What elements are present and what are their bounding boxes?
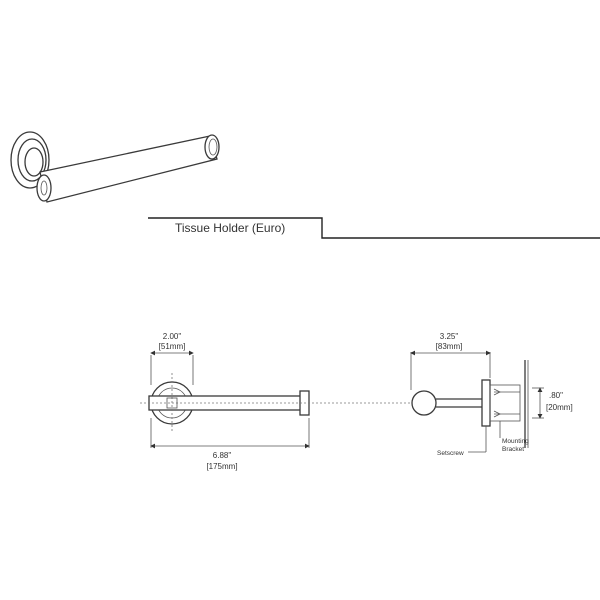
rosette-middle: [17, 138, 47, 182]
dim-bracket-in: .80": [549, 391, 563, 400]
post-front-inner: [40, 180, 48, 196]
rosette-inner: [24, 147, 44, 177]
dim-length: 6.88" [175mm]: [150, 418, 310, 471]
post-front: [36, 174, 52, 202]
product-title: Tissue Holder (Euro): [175, 221, 285, 235]
side-bracket: [489, 384, 521, 422]
bar-end-cap-inner: [208, 138, 218, 156]
bar-body: [39, 135, 218, 203]
dim-bracket-mm: [20mm]: [546, 403, 573, 412]
front-screw: [166, 397, 178, 409]
dim-rosette: 2.00" [51mm]: [150, 332, 194, 385]
side-bar-end: [411, 390, 437, 416]
dim-rosette-mm: [51mm]: [159, 342, 186, 351]
dim-length-in: 6.88": [213, 451, 232, 460]
dim-projection-in: 3.25": [440, 332, 459, 341]
title-block: Tissue Holder (Euro): [148, 217, 600, 239]
dim-rosette-in: 2.00": [163, 332, 182, 341]
side-rosette: [481, 379, 491, 427]
perspective-view: [10, 131, 220, 203]
side-elevation: [411, 360, 529, 448]
dim-length-mm: [175mm]: [206, 462, 237, 471]
mounting-bracket-label-2: Bracket: [502, 446, 524, 453]
mounting-bracket-label-1: Mounting: [502, 438, 529, 445]
title-rule: [148, 217, 600, 239]
callouts: Setscrew Mounting Bracket: [437, 421, 529, 457]
dim-projection: 3.25" [83mm]: [410, 332, 491, 390]
front-elevation: [140, 373, 420, 432]
dim-bracket: .80" [20mm]: [532, 387, 573, 419]
dim-projection-mm: [83mm]: [436, 342, 463, 351]
setscrew-label: Setscrew: [437, 450, 464, 457]
